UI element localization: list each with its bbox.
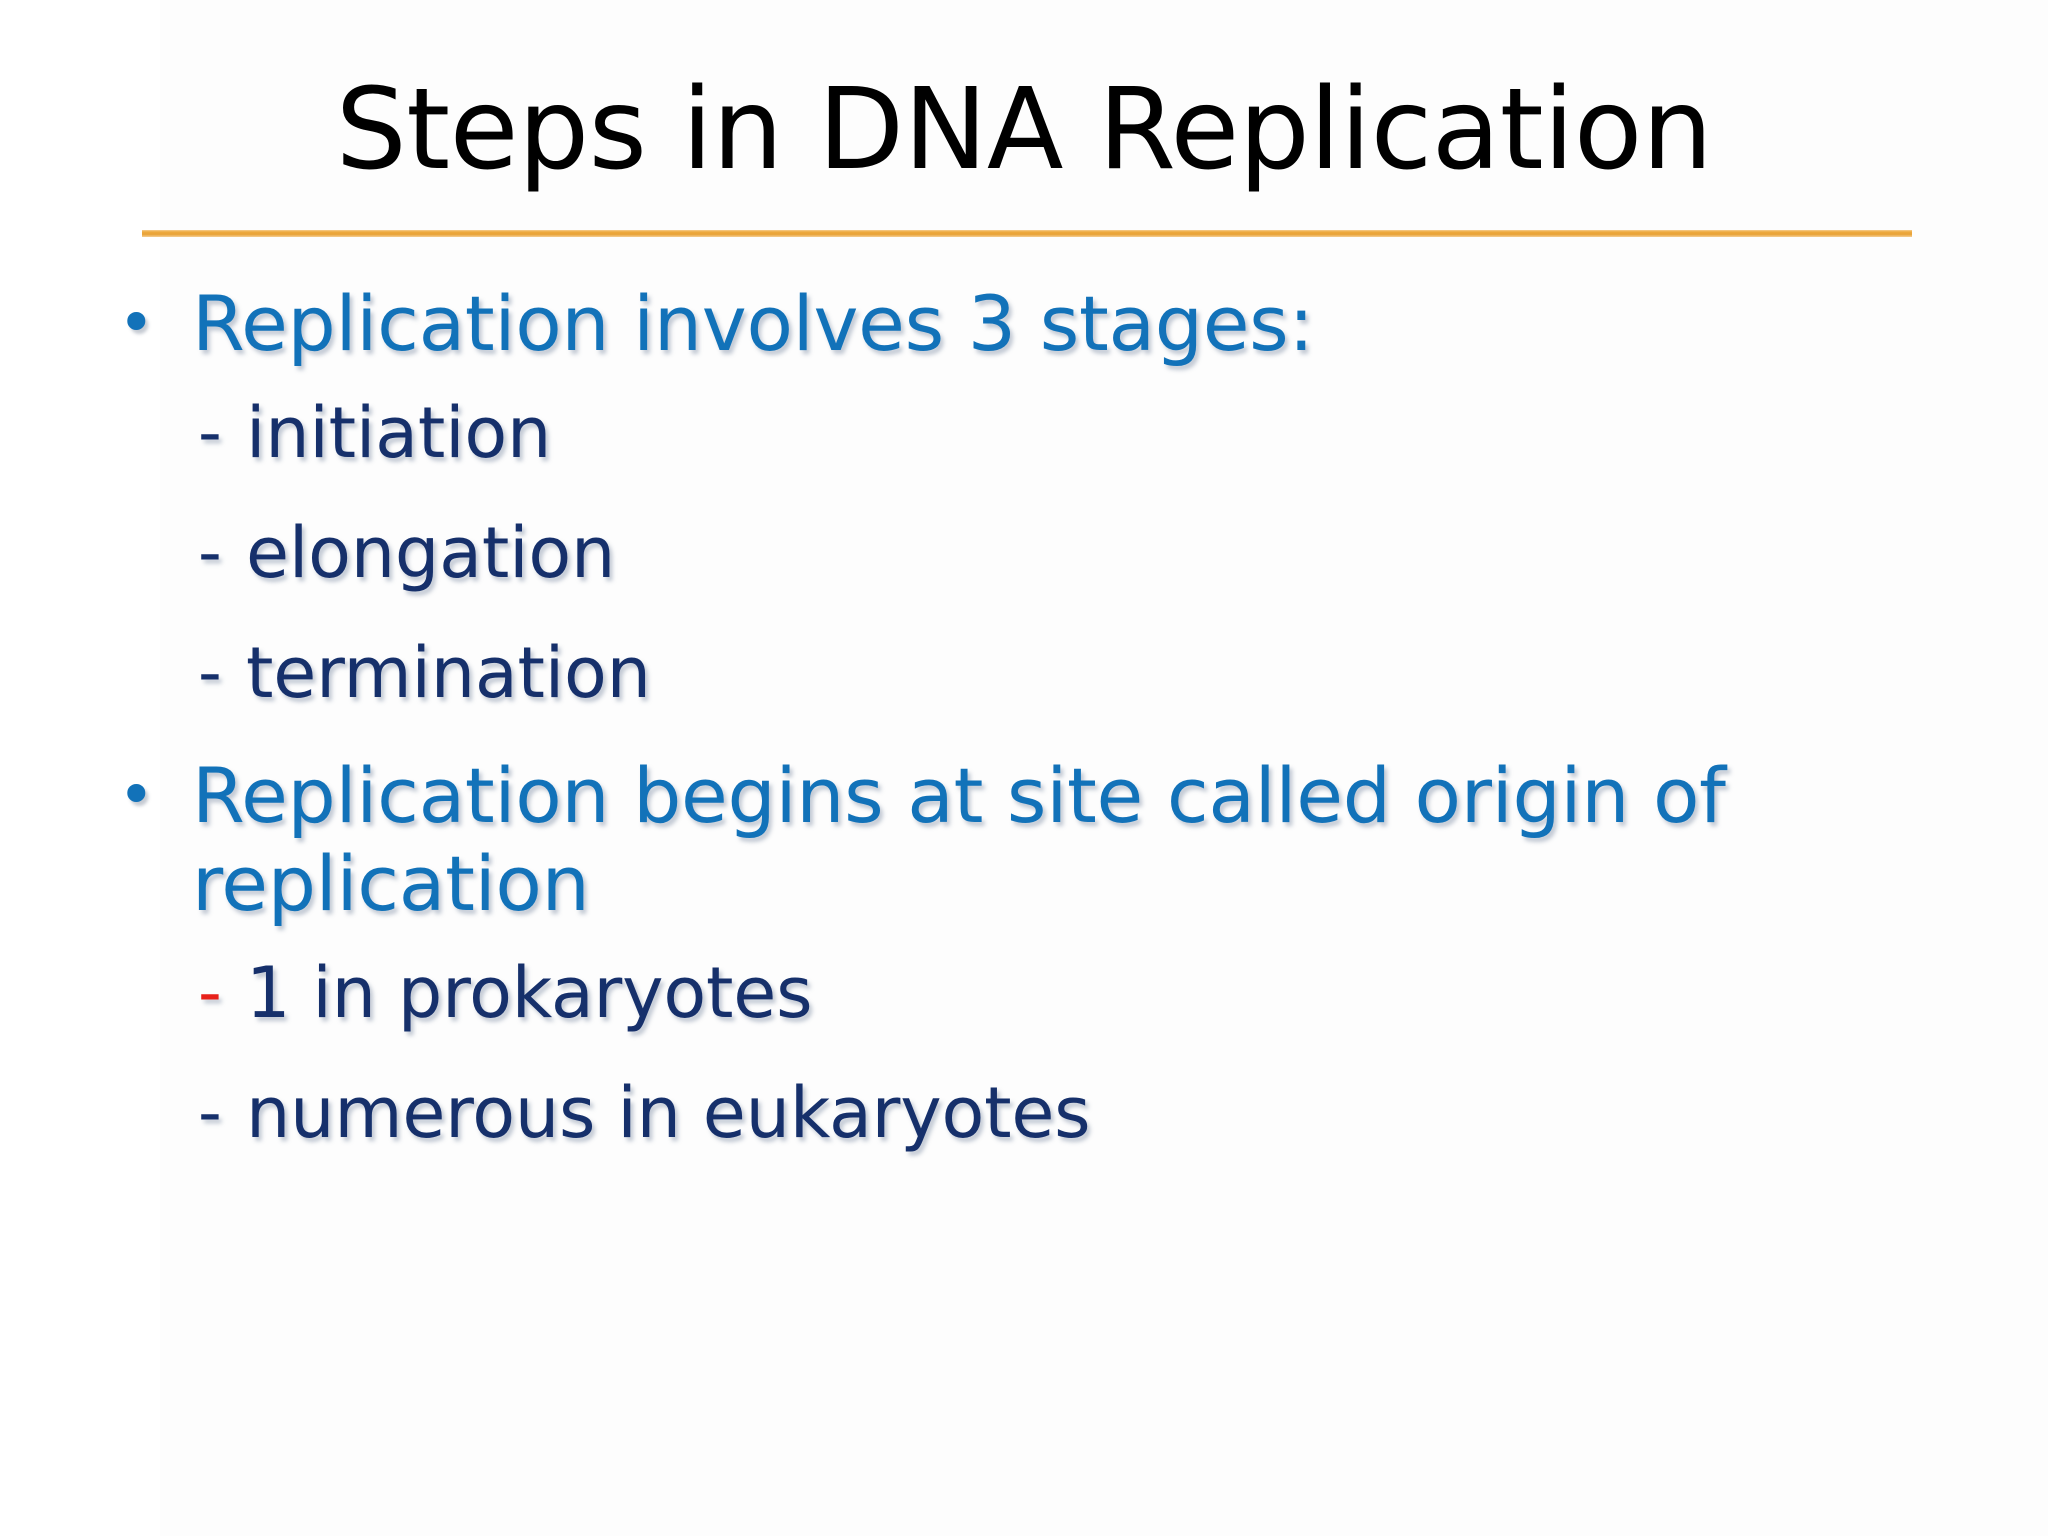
slide-body-background [160, 0, 2048, 1536]
bullet-item: • Replication begins at site called orig… [0, 751, 2048, 929]
sub-bullet-text: initiation [246, 392, 552, 475]
sub-bullet-item: - termination [0, 614, 2048, 732]
title-block: Steps in DNA Replication [0, 74, 2048, 186]
sub-bullet-text: elongation [246, 512, 616, 595]
dash-marker-icon: - [198, 1074, 222, 1152]
sub-bullet-text: numerous in eukaryotes [246, 1072, 1091, 1155]
bullet-text: Replication involves 3 stages: [192, 279, 1314, 368]
sub-bullet-item: - 1 in prokaryotes [0, 934, 2048, 1052]
sub-bullet-text: termination [246, 632, 651, 715]
sub-bullet-item: - elongation [0, 494, 2048, 612]
sub-bullet-item: - numerous in eukaryotes [0, 1054, 2048, 1172]
bullet-item: • Replication involves 3 stages: [0, 279, 2048, 368]
sub-bullet-text: 1 in prokaryotes [246, 952, 813, 1035]
sub-bullet-item: - initiation [0, 374, 2048, 492]
dash-marker-icon: - [198, 394, 222, 472]
bullet-dot-icon: • [118, 286, 155, 359]
block-spacer [0, 734, 2048, 752]
slide-left-margin-band [0, 0, 160, 1536]
dash-marker-icon: - [198, 514, 222, 592]
bullet-text: Replication begins at site called origin… [192, 751, 1726, 929]
bullet-dot-icon: • [118, 758, 155, 832]
page-title: Steps in DNA Replication [335, 65, 1713, 195]
title-divider-rule [142, 230, 1912, 237]
dash-marker-icon: - [198, 634, 222, 712]
dash-marker-icon-red: - [198, 954, 222, 1032]
slide-body: • Replication involves 3 stages: - initi… [0, 279, 2048, 1174]
